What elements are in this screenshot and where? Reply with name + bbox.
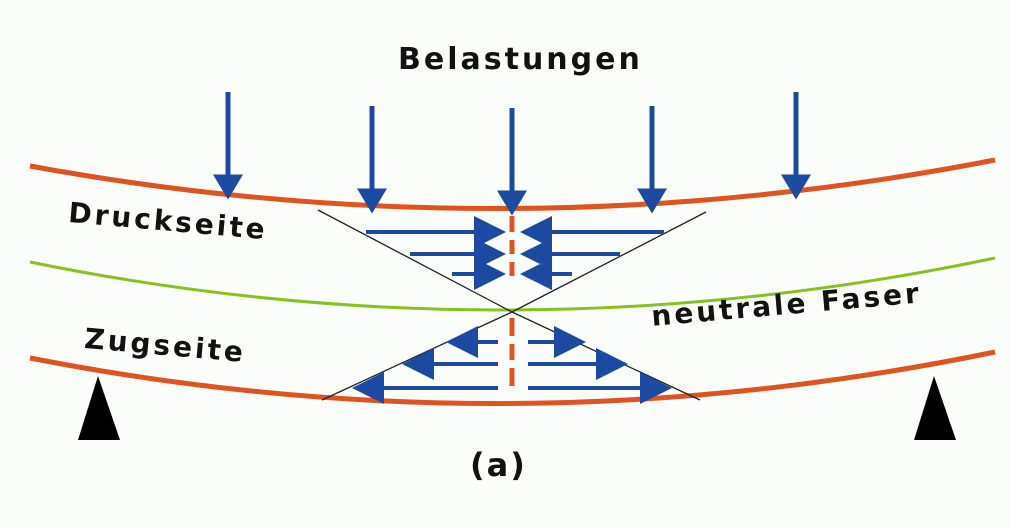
tension-stress-arrows (352, 326, 672, 404)
beam-bottom-edge (29, 349, 996, 406)
figure-caption: (a) (470, 446, 527, 484)
left-support-triangle (78, 376, 120, 440)
loads-title: Belastungen (398, 42, 643, 77)
load-arrows (213, 92, 811, 216)
neutral-fiber-line (29, 256, 996, 312)
compression-stress-arrows (366, 216, 664, 290)
right-support-triangle (914, 376, 956, 440)
